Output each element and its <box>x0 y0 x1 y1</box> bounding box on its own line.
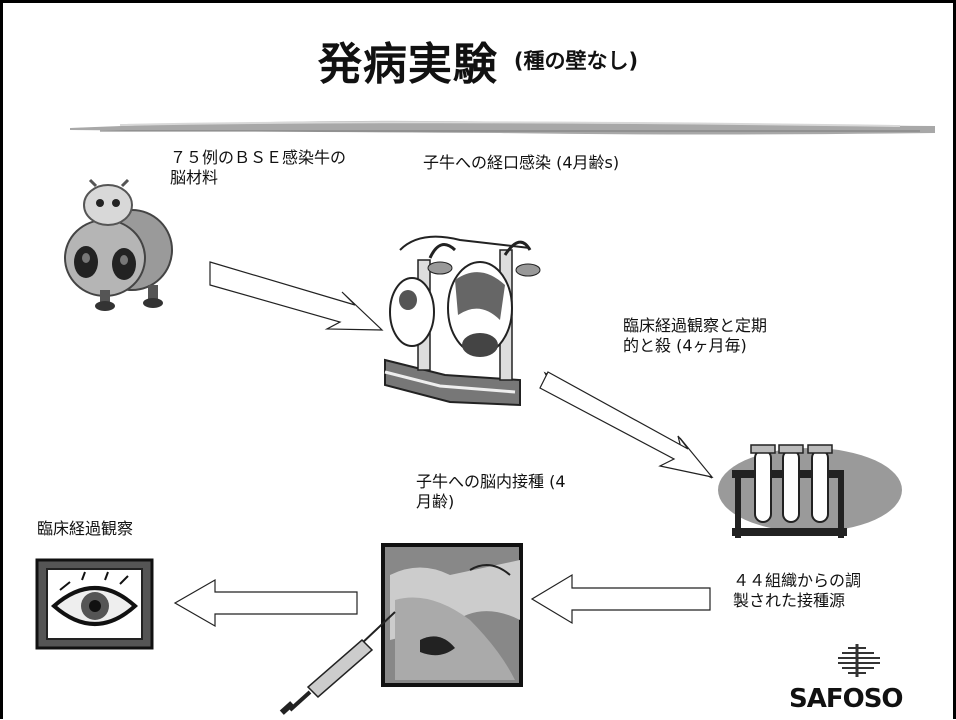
arrow-to-tubes <box>539 371 714 479</box>
intracerebral-label: 子牛への脳内接種 (4 月齢) <box>416 472 566 512</box>
arrow-to-calves <box>209 261 384 331</box>
cow-cartoon-icon <box>64 178 173 311</box>
brush-divider <box>70 120 935 135</box>
tissues-line1: ４４組織からの調 <box>733 571 862 590</box>
test-tubes-icon <box>718 444 902 538</box>
tissues-line2: 製された接種源 <box>733 591 846 610</box>
source-label-line2: 脳材料 <box>170 168 219 187</box>
syringe-icon <box>279 611 396 715</box>
page-subtitle: (種の壁なし) <box>513 49 639 73</box>
page-title: 発病実験 <box>317 39 498 90</box>
source-label: ７５例のＢＳＥ感染牛の 脳材料 <box>170 148 346 188</box>
calves-icon <box>384 235 541 407</box>
eye-monitor-icon <box>35 558 154 650</box>
observe-kill-line1: 臨床経過観察と定期 <box>623 316 768 335</box>
intracerebral-line1: 子牛への脳内接種 (4 <box>416 472 566 491</box>
arrow-to-injection <box>530 573 711 625</box>
title-block: 発病実験 (種の壁なし) <box>0 28 956 92</box>
observe-kill-line2: 的と殺 (4ヶ月毎) <box>623 336 747 355</box>
tissues-label: ４４組織からの調 製された接種源 <box>733 571 861 611</box>
arrow-to-monitor <box>173 578 358 628</box>
observe-kill-label: 臨床経過観察と定期 的と殺 (4ヶ月毎) <box>623 316 767 356</box>
source-label-line1: ７５例のＢＳＥ感染牛の <box>170 148 347 167</box>
cow-injection-icon <box>381 543 523 687</box>
oral-infection-label: 子牛への経口感染 (4月齢s) <box>423 153 620 172</box>
clinical-observation-label: 臨床経過観察 <box>37 519 134 538</box>
intracerebral-line2: 月齢) <box>416 492 455 511</box>
safoso-logo-text: SAFOSO <box>789 684 904 714</box>
safoso-logo <box>838 644 880 677</box>
